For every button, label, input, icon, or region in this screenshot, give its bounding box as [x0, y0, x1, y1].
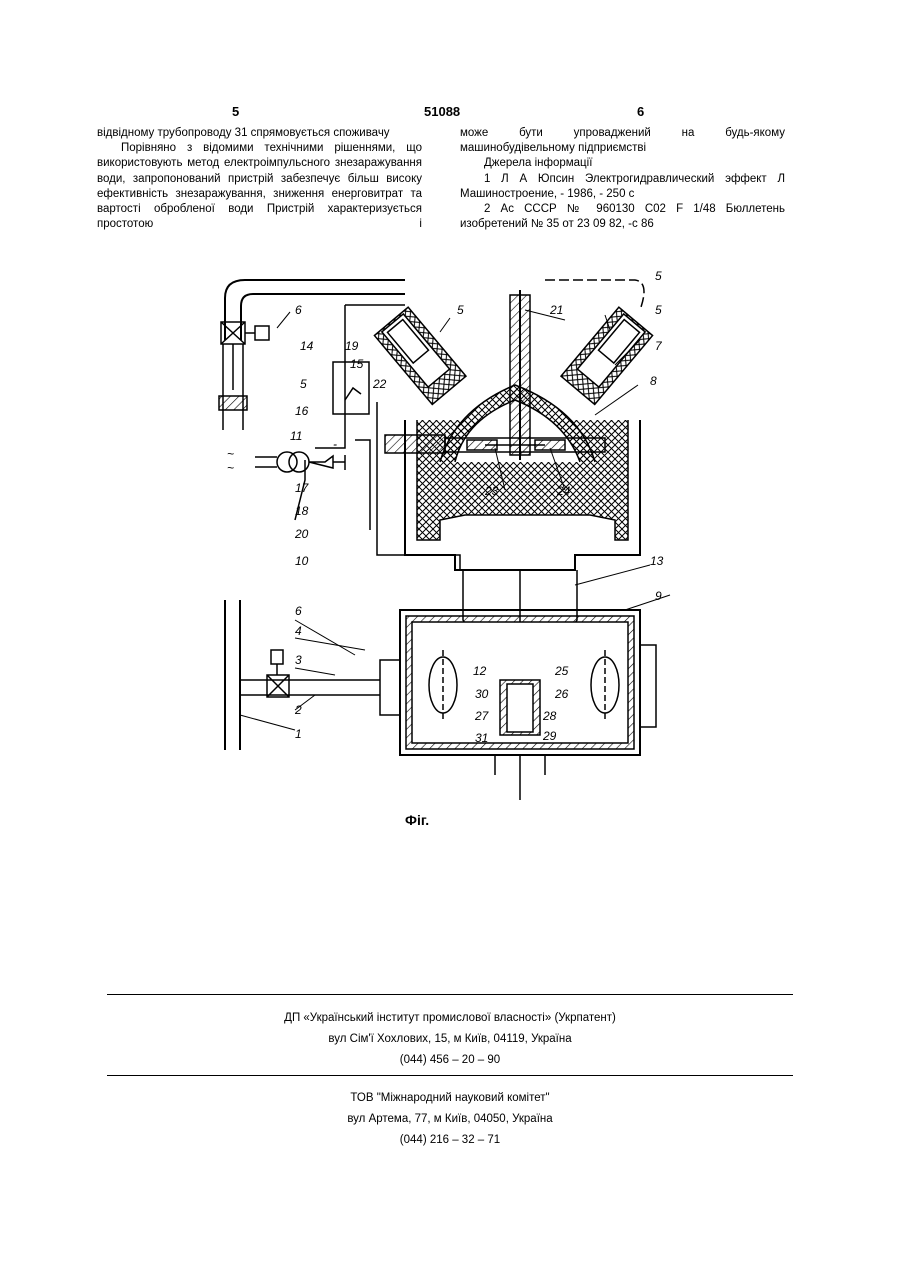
part-label: 25: [554, 664, 569, 678]
part-label: 21: [549, 303, 563, 317]
part-label: 4: [295, 624, 302, 638]
part-label: 11: [290, 429, 302, 443]
transformer-coil: [289, 452, 309, 472]
part-label: 30: [475, 687, 489, 701]
page-number-right: 6: [637, 104, 644, 119]
sources-heading: Джерела інформації: [460, 156, 785, 171]
part-label: 19: [345, 339, 359, 353]
part-label: ~: [227, 447, 234, 461]
publisher-name: ДП «Український інститут промислової вла…: [0, 1012, 900, 1024]
part-label: 22: [372, 377, 387, 391]
part-label: 6: [295, 604, 302, 618]
part-label: 5: [655, 303, 662, 317]
divider: [107, 994, 793, 995]
part-label: 10: [295, 554, 309, 568]
part-label: 13: [650, 554, 664, 568]
printer-name: ТОВ "Міжнародний науковий комітет": [0, 1092, 900, 1104]
part-label: 16: [295, 404, 309, 418]
part-label: 26: [554, 687, 569, 701]
transformer-coil: [277, 452, 297, 472]
part-label: 12: [473, 664, 487, 678]
part-label: 31: [475, 731, 488, 745]
technical-drawing: 6 5 21 5 7 8 14 19 15 22 5 16 11 ~ ~ - 1…: [195, 270, 675, 805]
reference-item: 2 Ас СССР № 960130 С02 F 1/48 Бюллетень …: [460, 202, 785, 232]
patent-number: 51088: [424, 104, 460, 119]
part-label: 20: [294, 527, 309, 541]
part-label: ~: [227, 461, 234, 475]
paragraph: може бути упроваджений на будь-якому маш…: [460, 126, 785, 156]
paragraph: відвідному трубопроводу 31 спрямовується…: [97, 126, 422, 141]
part-label: 5: [457, 303, 464, 317]
part-label: 18: [295, 504, 309, 518]
right-column: може бути упроваджений на будь-якому маш…: [460, 126, 785, 232]
part-label: 24: [556, 484, 571, 498]
part-label: 2: [294, 703, 302, 717]
part-label: 17: [295, 481, 310, 495]
page-number-left: 5: [232, 104, 239, 119]
valve-actuator: [255, 326, 269, 340]
figure-caption: Фіг.: [405, 812, 429, 828]
part-label: 5: [300, 377, 307, 391]
part-label: 5: [655, 270, 662, 283]
reference-item: 1 Л А Юпсин Электрогидравлический эффект…: [460, 172, 785, 202]
publisher-phone: (044) 456 – 20 – 90: [0, 1054, 900, 1066]
printer-phone: (044) 216 – 32 – 71: [0, 1134, 900, 1146]
part-label: 14: [300, 339, 314, 353]
publisher-address: вул Сім'ї Хохлових, 15, м Київ, 04119, У…: [0, 1033, 900, 1045]
part-label: 1: [295, 727, 302, 741]
part-label: 23: [484, 484, 499, 498]
part-label: 3: [295, 653, 302, 667]
part-label: 27: [474, 709, 490, 723]
paragraph: Порівняно з відомими технічними рішенням…: [97, 141, 422, 232]
part-label: 28: [542, 709, 557, 723]
divider: [107, 1075, 793, 1076]
left-column: відвідному трубопроводу 31 спрямовується…: [97, 126, 422, 232]
part-label: 8: [650, 374, 657, 388]
part-label: 15: [350, 357, 364, 371]
printer-address: вул Артема, 77, м Київ, 04050, Україна: [0, 1113, 900, 1125]
part-label: 6: [295, 303, 302, 317]
part-label: 7: [655, 339, 663, 353]
part-label: -: [333, 437, 337, 451]
part-label: 9: [655, 589, 662, 603]
part-label: 29: [542, 729, 557, 743]
